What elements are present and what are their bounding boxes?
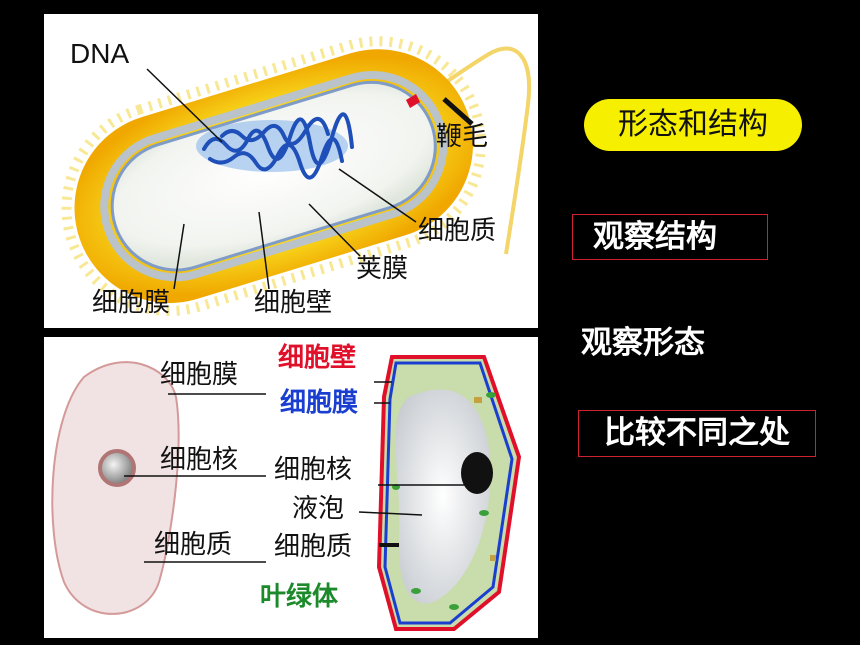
bacterium-illustration (61, 36, 532, 317)
animal-label-membrane: 细胞膜 (160, 360, 239, 390)
animal-label-cytoplasm: 细胞质 (154, 530, 233, 560)
bacterium-diagram: DNA 鞭毛 细胞质 荚膜 细胞膜 细胞壁 (44, 14, 538, 328)
cell-membrane-shape (110, 80, 437, 272)
label-flagellum: 鞭毛 (436, 122, 489, 152)
vacuole-shape (395, 389, 491, 604)
plant-label-vacuole: 液泡 (292, 494, 345, 524)
plant-label-cytoplasm: 细胞质 (274, 532, 353, 562)
cell-wall-shape (100, 71, 448, 282)
cells-diagram: 细胞膜 细胞核 细胞质 细胞壁 细胞膜 细胞核 液泡 细胞质 叶绿体 (44, 337, 538, 638)
dna-shape (196, 112, 354, 180)
plant-label-nucleus: 细胞核 (274, 455, 353, 485)
plant-label-membrane: 细胞膜 (280, 388, 359, 418)
animal-cell-shape (51, 361, 180, 615)
label-cell-wall: 细胞壁 (254, 288, 333, 318)
capsule-shape (61, 36, 486, 317)
animal-label-nucleus: 细胞核 (160, 445, 239, 475)
label-dna: DNA (70, 38, 130, 69)
cells-illustration (51, 355, 522, 631)
plant-label-chloroplast: 叶绿体 (260, 582, 339, 612)
label-cytoplasm: 细胞质 (418, 216, 497, 246)
observe-structure-button[interactable]: 观察结构 (572, 214, 768, 260)
compare-differences-button[interactable]: 比较不同之处 (578, 410, 816, 457)
flagellum-shape (412, 46, 532, 255)
plant-nucleus-shape (461, 452, 493, 494)
label-cell-membrane: 细胞膜 (92, 288, 171, 318)
plant-cell-shape (376, 355, 522, 631)
animal-nucleus-shape (98, 449, 136, 487)
plant-label-wall: 细胞壁 (278, 343, 357, 373)
label-capsule: 荚膜 (356, 254, 409, 284)
form-and-structure-button[interactable]: 形态和结构 (584, 99, 802, 151)
observe-shape-button[interactable]: 观察形态 (581, 325, 705, 361)
